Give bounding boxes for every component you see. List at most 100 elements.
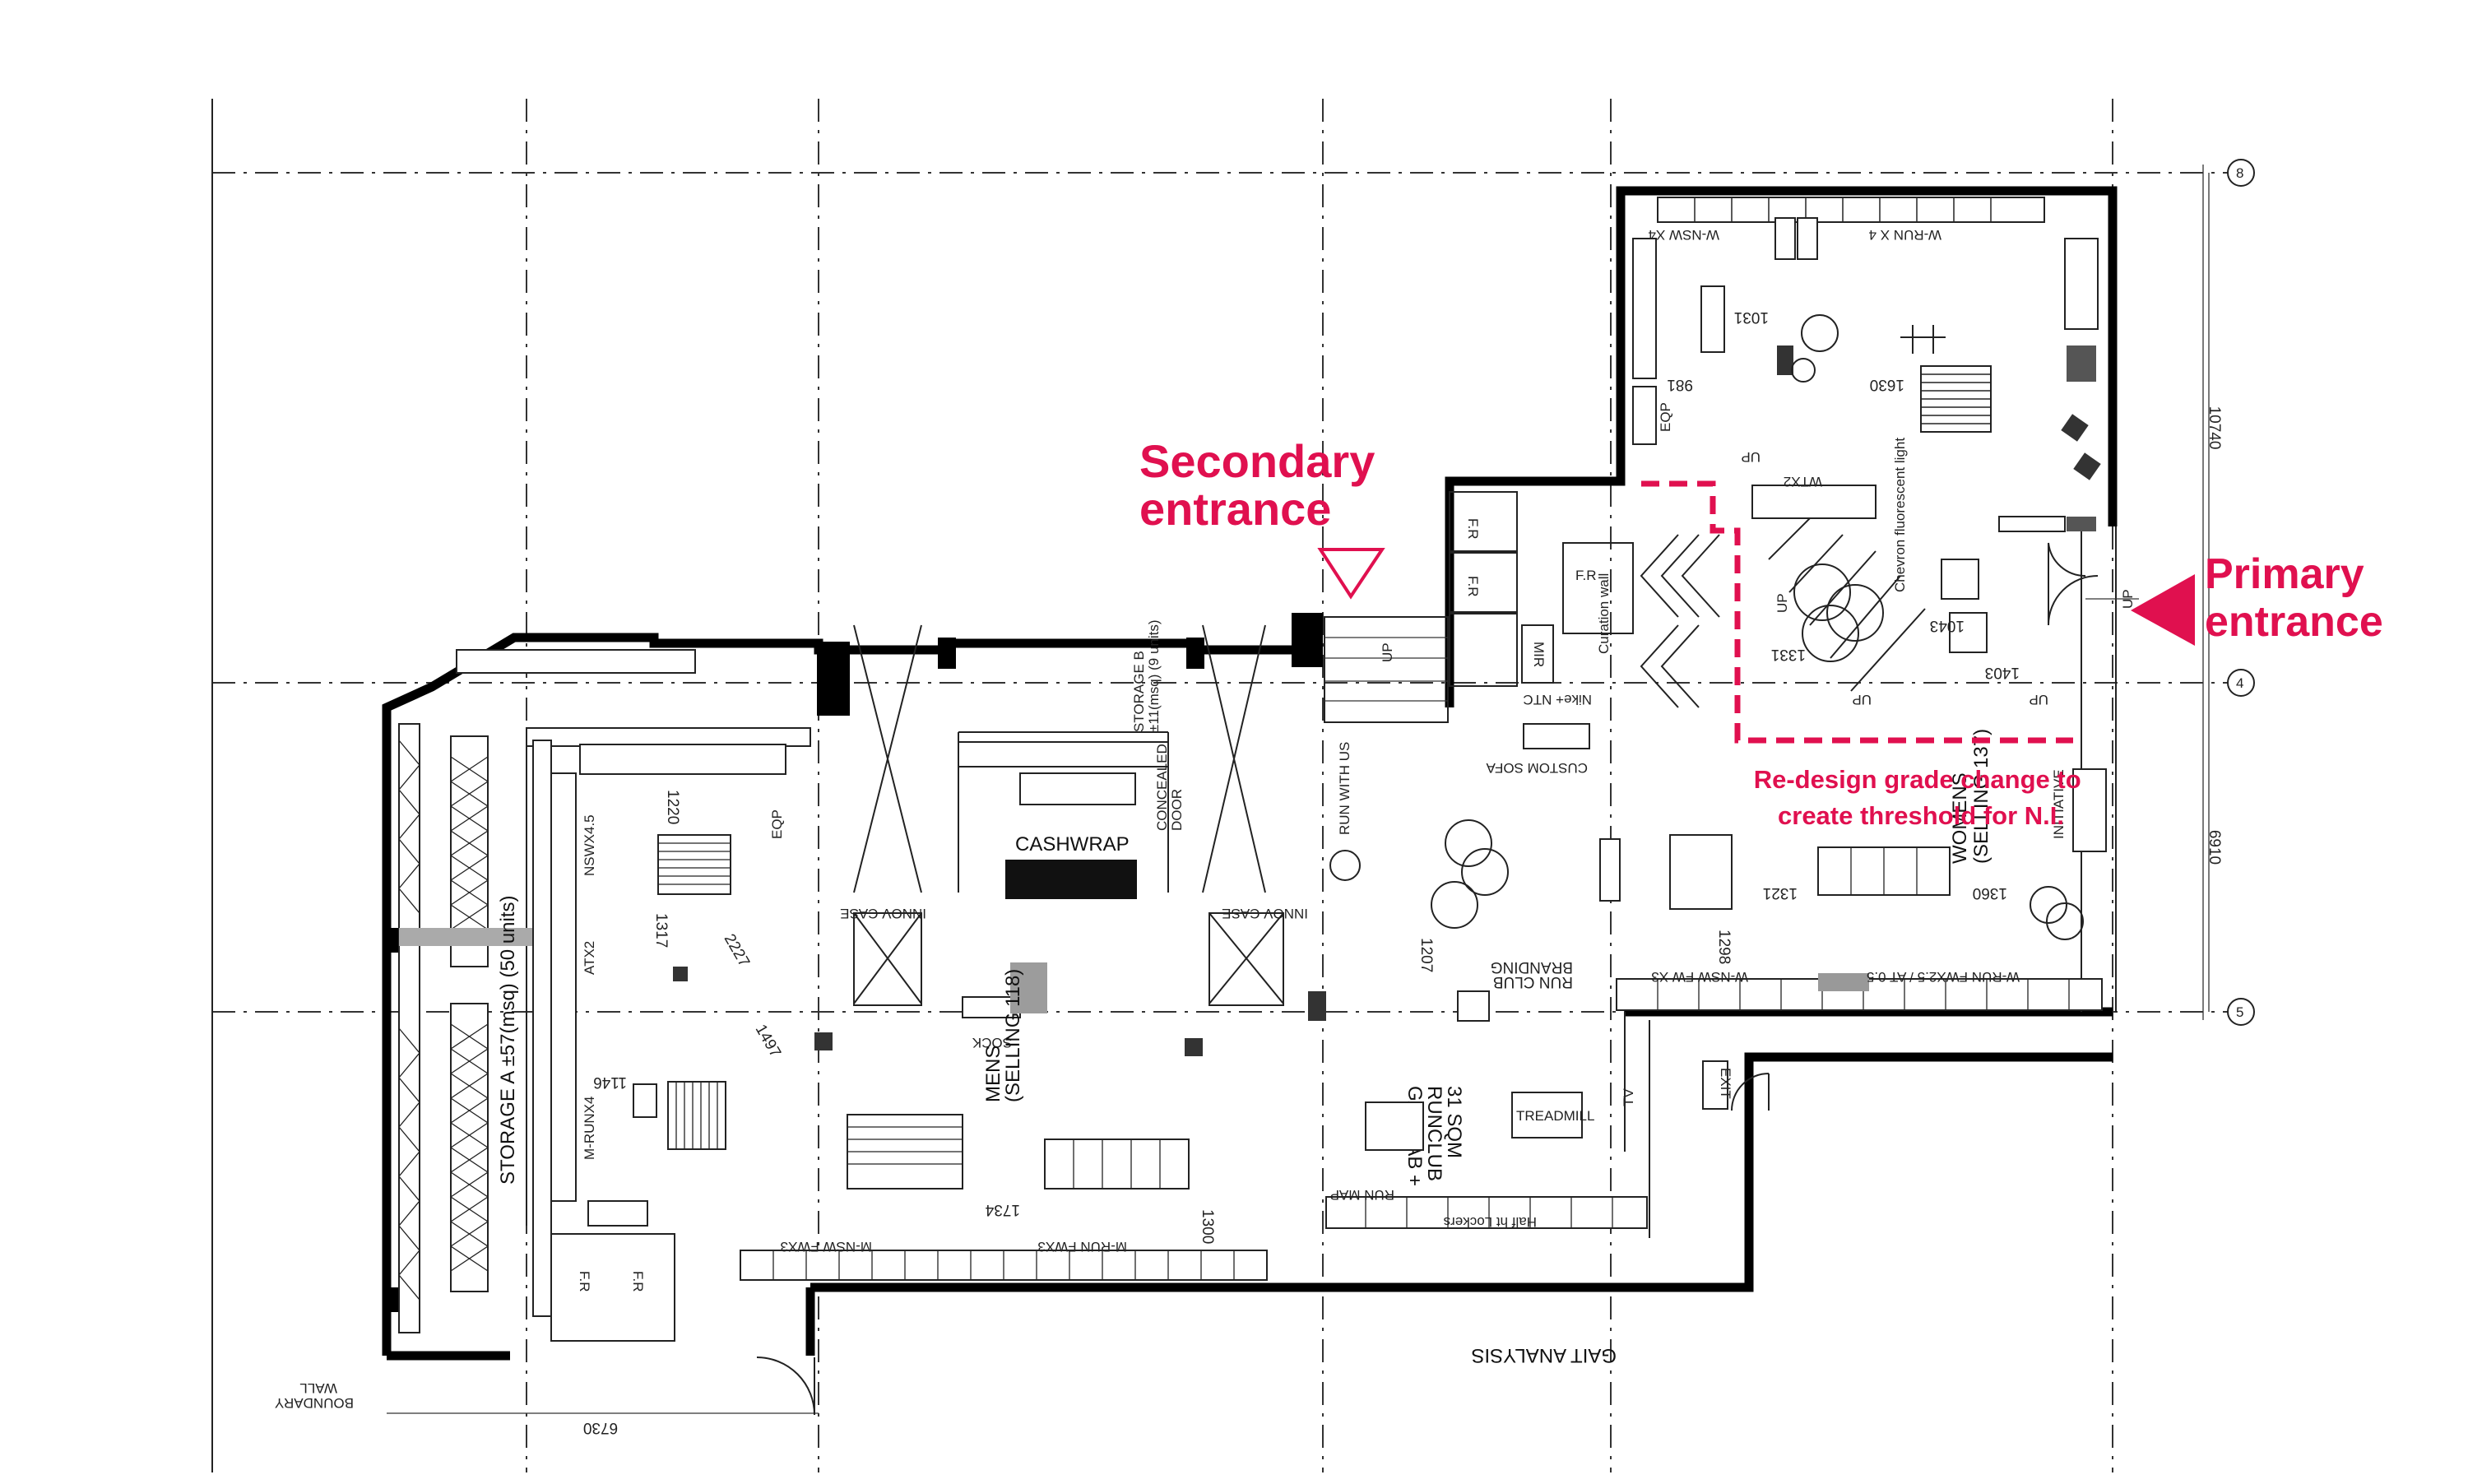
grid-marker-8 (2227, 159, 2255, 187)
measurement-1321: 1321 (1763, 884, 1798, 902)
mens-label: MENS (SELLING 118) (982, 969, 1024, 1102)
gaitlab-line2: RUNCLUB (1423, 1086, 1445, 1181)
eqp-label: EQP (1658, 402, 1673, 432)
measurement-1734: 1734 (985, 1201, 1020, 1218)
wtx2-fixture (1751, 485, 1877, 519)
storage-shelving-left (398, 723, 420, 1333)
fitting-room-label: F.R (1465, 576, 1481, 597)
measurement-1497: 1497 (752, 1022, 784, 1060)
run-club-label-line1: RUN CLUB (1493, 973, 1573, 990)
boundary-wall-line2: WALL (299, 1380, 337, 1396)
secondary-entrance-label: Secondary entrance (1139, 435, 1388, 535)
m-run-fw-label: M-RUN FWX3 (1037, 1239, 1127, 1254)
m-run-label: M-RUNX4 (582, 1097, 597, 1160)
measurement-1146: 1146 (593, 1074, 627, 1091)
concealed-door-line1: CONCEALED (1154, 744, 1170, 831)
concealed-door-line2: DOOR (1169, 789, 1185, 831)
mens-selling: (SELLING 118) (1002, 969, 1024, 1102)
display-plinth (1457, 990, 1490, 1022)
mens-top-shelf (579, 744, 786, 775)
tv-label: TV (1621, 1088, 1636, 1106)
run-map-label: RUN MAP (1330, 1187, 1394, 1203)
mens-fitting-rooms (550, 1233, 675, 1342)
display-plinth (1941, 559, 1979, 600)
secondary-entrance-line1: Secondary (1139, 435, 1375, 487)
measurement-1403: 1403 (1985, 664, 2020, 681)
mens-top-wall-fixture (526, 727, 811, 747)
fitting-room-label: F.R (1575, 568, 1597, 583)
dimension-6910: 6910 (2206, 830, 2223, 865)
run-with-us-label: RUN WITH US (1337, 742, 1352, 835)
fitting-room-label: F.R (577, 1271, 592, 1292)
highlight-patch (1818, 973, 1869, 991)
redesign-note-line1: Re-design grade change to (1754, 765, 2081, 794)
display-plinth (1949, 612, 1988, 653)
run-club-label-line2: BRANDING (1491, 958, 1573, 976)
column-clad (2067, 345, 2096, 382)
wall-fixture-w-nsw (1657, 197, 2045, 223)
measurement-981: 981 (1667, 376, 1693, 393)
mannequin (1777, 345, 1793, 375)
innov-case-label: INNOV CASE (840, 906, 926, 921)
run-club-branding-wall (1599, 838, 1621, 902)
grid-marker-4 (2227, 669, 2255, 697)
up-label: UP (1380, 642, 1395, 662)
secondary-entrance-stair: UP (1324, 616, 1449, 723)
custom-sofa (1523, 723, 1590, 749)
grid-markers: 8 4 5 (2227, 159, 2255, 1026)
mirror (1774, 217, 1796, 260)
highlight-band (399, 928, 535, 946)
measurement-2227: 2227 (721, 931, 753, 970)
gaitlab-line3: 31 SQM (1443, 1086, 1465, 1158)
storage-a: STORAGE A ±57(msq) (50 units) BOUNDARY W… (275, 649, 815, 1416)
measurement-1300: 1300 (1199, 1209, 1216, 1244)
round-table (1431, 881, 1478, 929)
wall-shelf (1998, 516, 2066, 532)
grid-marker-5 (2227, 998, 2255, 1026)
up-label: UP (2029, 692, 2048, 707)
up-label: UP (1774, 593, 1790, 613)
primary-entrance-label: Primary entrance (2205, 550, 2383, 646)
measurement-1207: 1207 (1417, 938, 1435, 972)
round-table (1802, 605, 1859, 662)
treadmill-label: TREADMILL (1516, 1108, 1594, 1124)
storage-rack (450, 1003, 489, 1292)
column-clad (2067, 517, 2096, 531)
bench (587, 1200, 648, 1227)
sock-label: SOCK (972, 1035, 1012, 1050)
grid-marker-4-label: 4 (2236, 675, 2243, 691)
display-plinth (633, 1083, 657, 1118)
column (938, 638, 956, 669)
womens-label: WOMENS (SELLING 137) (1949, 729, 1992, 864)
wall-display (2064, 238, 2099, 330)
curation-wall-chevrons: Curation wall Chevron fluorescent light (1596, 438, 1926, 708)
footwear-table (667, 1081, 726, 1150)
display-table (1669, 834, 1733, 910)
round-table (1461, 848, 1509, 896)
boundary-wall-line1: BOUNDARY (275, 1395, 354, 1411)
round-table (1826, 584, 1884, 642)
footwear-table (657, 834, 731, 895)
cashwrap-counter (1005, 860, 1137, 899)
innov-case-label: INNOV CASE (1222, 906, 1308, 921)
measurement-1043: 1043 (1930, 617, 1965, 634)
round-table (1793, 563, 1851, 621)
eqp-fixture (1632, 386, 1657, 445)
m-nsw-fw-label: M-NSW FWX3 (781, 1239, 872, 1254)
storage-b-shelf (958, 741, 1169, 768)
storage-b-title: STORAGE B (1131, 651, 1147, 732)
threshold-redesign-outline (1641, 480, 2073, 744)
womens-title: WOMENS (1949, 772, 1971, 864)
storage-a-label: STORAGE A ±57(msq) (50 units) (497, 895, 519, 1185)
measurement-1220: 1220 (664, 790, 681, 824)
up-label: UP (1741, 449, 1761, 465)
up-label: UP (1852, 692, 1872, 707)
redesign-note: Re-design grade change to create thresho… (1754, 765, 2089, 830)
measurement-1298: 1298 (1715, 930, 1733, 964)
dimension-10740: 10740 (2206, 406, 2223, 450)
nsw-label: NSWX4.5 (582, 814, 597, 876)
storage-b-label: STORAGE B ±11(msq) (9 units) (1131, 619, 1162, 732)
concealed-door-label: CONCEALED DOOR (1154, 740, 1185, 831)
wtx2-label: WTX2 (1784, 474, 1822, 489)
